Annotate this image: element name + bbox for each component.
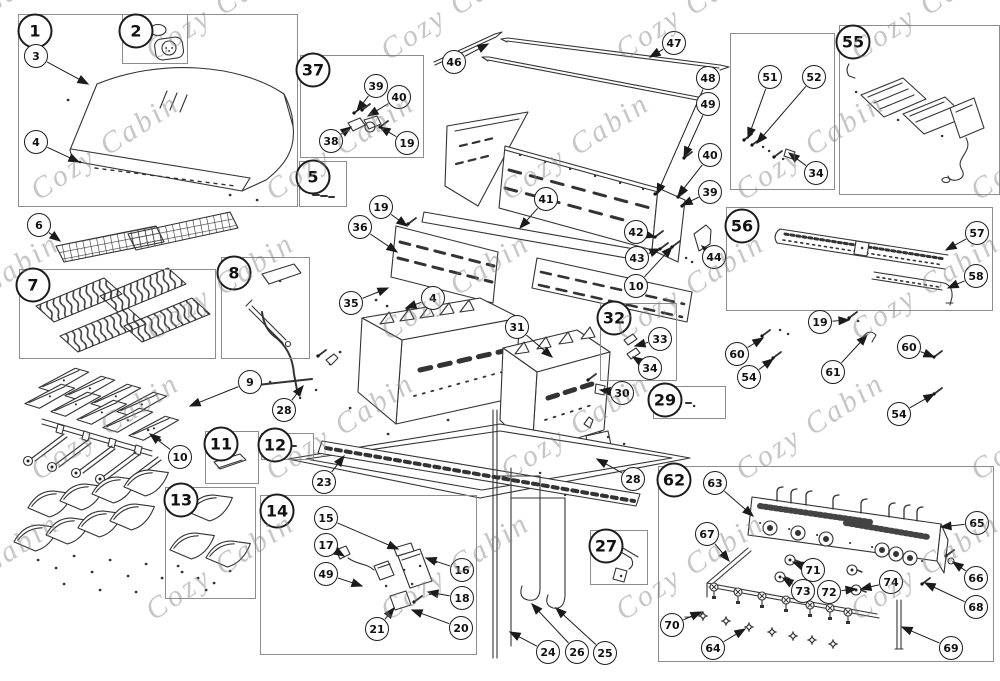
callout-33: 33: [648, 327, 672, 351]
callout-30: 30: [610, 381, 634, 405]
callout-13: 13: [163, 482, 199, 518]
callout-10: 10: [168, 445, 192, 469]
callout-28: 28: [621, 467, 645, 491]
callout-72: 72: [817, 580, 841, 604]
callout-46: 46: [442, 50, 466, 74]
callout-2: 2: [118, 13, 154, 49]
callout-71: 71: [801, 558, 825, 582]
callout-17: 17: [314, 533, 338, 557]
callout-39: 39: [698, 180, 722, 204]
callout-26: 26: [565, 640, 589, 664]
callout-16: 16: [450, 558, 474, 582]
callout-23: 23: [312, 470, 336, 494]
callout-39: 39: [364, 74, 388, 98]
callout-67: 67: [695, 522, 719, 546]
callout-64: 64: [701, 636, 725, 660]
callout-69: 69: [939, 636, 963, 660]
callout-73: 73: [791, 579, 815, 603]
callout-29: 29: [647, 382, 683, 418]
callout-19: 19: [808, 310, 832, 334]
callout-61: 61: [821, 360, 845, 384]
callout-54: 54: [737, 365, 761, 389]
callout-43: 43: [625, 246, 649, 270]
callout-40: 40: [698, 143, 722, 167]
callout-51: 51: [758, 65, 782, 89]
callout-11: 11: [203, 426, 239, 462]
callout-15: 15: [314, 506, 338, 530]
callout-18: 18: [450, 586, 474, 610]
callout-14: 14: [259, 493, 295, 529]
callout-36: 36: [348, 215, 372, 239]
callout-4: 4: [24, 130, 48, 154]
callout-52: 52: [802, 65, 826, 89]
callout-27: 27: [588, 528, 624, 564]
callout-8: 8: [216, 255, 252, 291]
callout-57: 57: [965, 221, 989, 245]
callout-31: 31: [505, 315, 529, 339]
callout-21: 21: [365, 617, 389, 641]
callout-19: 19: [395, 131, 419, 155]
callout-34: 34: [638, 356, 662, 380]
callout-58: 58: [964, 264, 988, 288]
callout-3: 3: [24, 44, 48, 68]
callout-47: 47: [662, 31, 686, 55]
callout-41: 41: [534, 187, 558, 211]
callout-60: 60: [897, 335, 921, 359]
callout-38: 38: [319, 129, 343, 153]
callout-25: 25: [593, 641, 617, 665]
callout-65: 65: [965, 511, 989, 535]
callout-32: 32: [596, 300, 632, 336]
callout-34: 34: [804, 161, 828, 185]
callout-63: 63: [703, 471, 727, 495]
callout-6: 6: [27, 213, 51, 237]
callout-48: 48: [696, 66, 720, 90]
callout-49: 49: [696, 92, 720, 116]
callout-37: 37: [295, 52, 331, 88]
callout-9: 9: [238, 370, 262, 394]
callout-24: 24: [536, 640, 560, 664]
callout-28: 28: [272, 398, 296, 422]
leader-lines: [46, 43, 967, 647]
callout-70: 70: [660, 613, 684, 637]
callout-62: 62: [656, 462, 692, 498]
callout-56: 56: [724, 208, 760, 244]
callout-54: 54: [887, 402, 911, 426]
callout-44: 44: [702, 245, 726, 269]
callout-66: 66: [964, 566, 988, 590]
callout-20: 20: [449, 616, 473, 640]
callout-68: 68: [964, 595, 988, 619]
callout-12: 12: [257, 427, 293, 463]
callout-74: 74: [879, 570, 903, 594]
callout-42: 42: [624, 220, 648, 244]
callout-60: 60: [725, 342, 749, 366]
callout-7: 7: [15, 267, 51, 303]
callout-55: 55: [835, 24, 871, 60]
callout-49: 49: [314, 562, 338, 586]
callout-4: 4: [421, 286, 445, 310]
callout-19: 19: [369, 195, 393, 219]
callout-5: 5: [295, 159, 331, 195]
callout-10: 10: [624, 274, 648, 298]
callout-40: 40: [387, 85, 411, 109]
callout-35: 35: [339, 291, 363, 315]
